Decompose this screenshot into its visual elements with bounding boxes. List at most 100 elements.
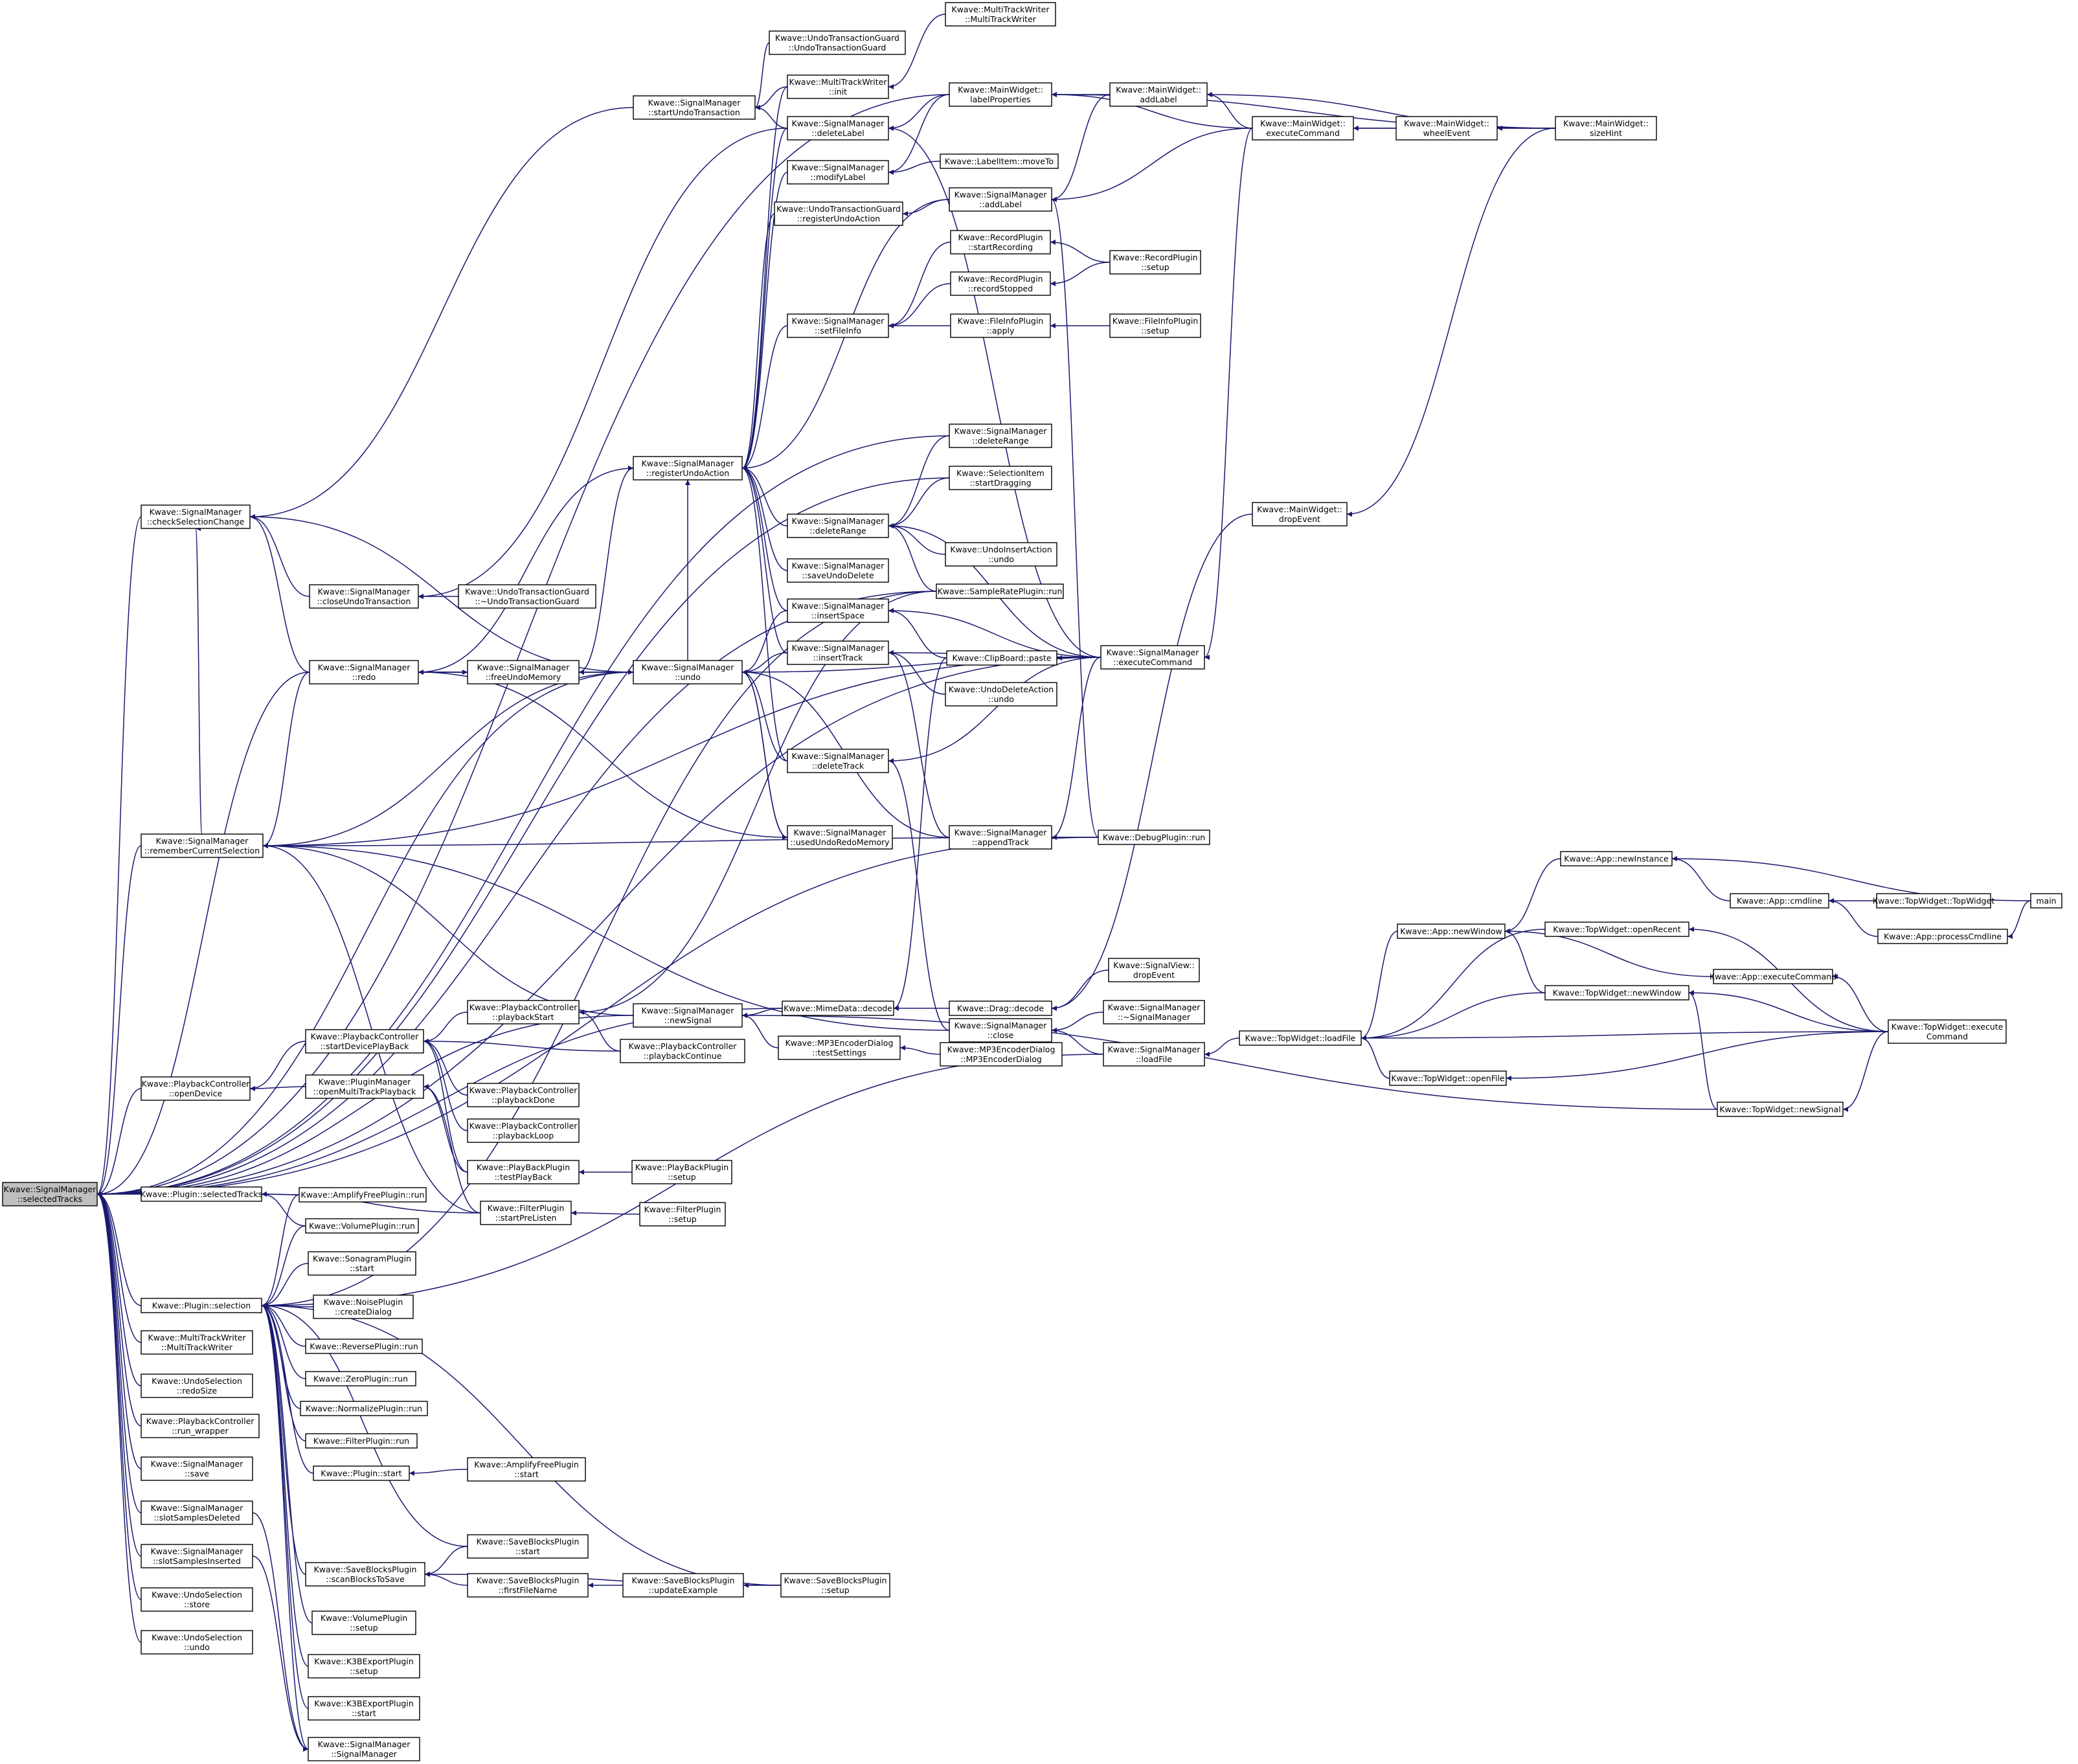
node-kwave-selectionitem-startdragging[interactable]: Kwave::SelectionItem::startDragging	[949, 466, 1052, 490]
node-kwave-undotransactionguard-undotransactionguard[interactable]: Kwave::UndoTransactionGuard::~UndoTransa…	[458, 584, 596, 609]
node-kwave-noiseplugin-createdialog[interactable]: Kwave::NoisePlugin::createDialog	[313, 1295, 414, 1319]
node-kwave-amplifyfreeplugin-run[interactable]: Kwave::AmplifyFreePlugin::run	[299, 1187, 427, 1203]
node-kwave-app-cmdline[interactable]: Kwave::App::cmdline	[1730, 893, 1829, 909]
node-kwave-signalmanager-closeundotransaction[interactable]: Kwave::SignalManager::closeUndoTransacti…	[309, 584, 419, 609]
node-kwave-undoselection-redosize[interactable]: Kwave::UndoSelection::redoSize	[141, 1374, 253, 1398]
node-kwave-signalmanager-signalmanager[interactable]: Kwave::SignalManager::~SignalManager	[1103, 1000, 1205, 1024]
node-kwave-multitrackwriter-multitrackwriter[interactable]: Kwave::MultiTrackWriter::MultiTrackWrite…	[945, 2, 1056, 27]
node-kwave-topwidget-openfile[interactable]: Kwave::TopWidget::openFile	[1389, 1070, 1507, 1086]
node-kwave-k3bexportplugin-start[interactable]: Kwave::K3BExportPlugin::start	[308, 1696, 420, 1721]
node-kwave-reverseplugin-run[interactable]: Kwave::ReversePlugin::run	[305, 1339, 423, 1354]
node-kwave-undotransactionguard-undotransactionguard[interactable]: Kwave::UndoTransactionGuard::UndoTransac…	[769, 30, 906, 55]
node-kwave-plugin-start[interactable]: Kwave::Plugin::start	[313, 1465, 410, 1481]
node-kwave-app-newwindow[interactable]: Kwave::App::newWindow	[1397, 923, 1506, 939]
node-kwave-mimedata-decode[interactable]: Kwave::MimeData::decode	[782, 1001, 894, 1016]
node-kwave-signalmanager-addlabel[interactable]: Kwave::SignalManager::addLabel	[949, 187, 1052, 212]
node-kwave-drag-decode[interactable]: Kwave::Drag::decode	[949, 1001, 1052, 1016]
node-kwave-topwidget-newsignal[interactable]: Kwave::TopWidget::newSignal	[1717, 1102, 1844, 1117]
node-kwave-topwidget-topwidget[interactable]: Kwave::TopWidget::TopWidget	[1873, 893, 1994, 909]
node-kwave-mainwidget-wheelevent[interactable]: Kwave::MainWidget::wheelEvent	[1395, 116, 1498, 141]
node-kwave-volumeplugin-setup[interactable]: Kwave::VolumePlugin::setup	[311, 1611, 416, 1635]
node-kwave-signalmanager-startundotransaction[interactable]: Kwave::SignalManager::startUndoTransacti…	[633, 95, 756, 120]
node-kwave-saveblocksplugin-updateexample[interactable]: Kwave::SaveBlocksPlugin::updateExample	[622, 1573, 744, 1598]
node-kwave-saveblocksplugin-start[interactable]: Kwave::SaveBlocksPlugin::start	[467, 1534, 589, 1559]
node-kwave-saveblocksplugin-setup[interactable]: Kwave::SaveBlocksPlugin::setup	[780, 1573, 890, 1598]
node-kwave-fileinfoplugin-apply[interactable]: Kwave::FileInfoPlugin::apply	[950, 313, 1051, 338]
node-kwave-undoselection-store[interactable]: Kwave::UndoSelection::store	[141, 1587, 253, 1612]
node-kwave-signalmanager-loadfile[interactable]: Kwave::SignalManager::loadFile	[1103, 1042, 1205, 1067]
node-kwave-signalmanager-deleterange[interactable]: Kwave::SignalManager::deleteRange	[949, 424, 1052, 448]
node-kwave-signalmanager-deletelabel[interactable]: Kwave::SignalManager::deleteLabel	[787, 116, 889, 141]
node-kwave-playbackcontroller-playbackcontinue[interactable]: Kwave::PlaybackController::playbackConti…	[620, 1039, 745, 1063]
node-kwave-signalmanager-saveundodelete[interactable]: Kwave::SignalManager::saveUndoDelete	[787, 558, 889, 583]
node-kwave-plugin-selection[interactable]: Kwave::Plugin::selection	[141, 1298, 262, 1313]
node-kwave-samplerateplugin-run[interactable]: Kwave::SampleRatePlugin::run	[936, 583, 1064, 599]
node-kwave-playbackcontroller-playbackdone[interactable]: Kwave::PlaybackController::playbackDone	[467, 1083, 580, 1107]
node-kwave-mainwidget-sizehint[interactable]: Kwave::MainWidget::sizeHint	[1555, 116, 1657, 141]
node-kwave-signalmanager-inserttrack[interactable]: Kwave::SignalManager::insertTrack	[787, 640, 889, 665]
node-kwave-saveblocksplugin-scanblockstosave[interactable]: Kwave::SaveBlocksPlugin::scanBlocksToSav…	[305, 1562, 425, 1587]
node-kwave-app-executecommand[interactable]: Kwave::App::executeCommand	[1710, 969, 1836, 984]
node-kwave-signalmanager-close[interactable]: Kwave::SignalManager::close	[949, 1018, 1052, 1043]
node-kwave-topwidget-loadfile[interactable]: Kwave::TopWidget::loadFile	[1239, 1030, 1362, 1046]
node-kwave-signalmanager-slotsamplesdeleted[interactable]: Kwave::SignalManager::slotSamplesDeleted	[141, 1500, 253, 1525]
node-kwave-undodeleteaction-undo[interactable]: Kwave::UndoDeleteAction::undo	[945, 682, 1057, 707]
node-kwave-pluginmanager-openmultitrackplayback[interactable]: Kwave::PluginManager::openMultiTrackPlay…	[305, 1074, 424, 1099]
node-kwave-signalmanager-setfileinfo[interactable]: Kwave::SignalManager::setFileInfo	[787, 313, 889, 338]
node-kwave-playbackcontroller-run-wrapper[interactable]: Kwave::PlaybackController::run_wrapper	[141, 1414, 260, 1438]
node-kwave-zeroplugin-run[interactable]: Kwave::ZeroPlugin::run	[305, 1371, 416, 1386]
node-kwave-signalview-dropevent[interactable]: Kwave::SignalView::dropEvent	[1108, 958, 1200, 982]
node-kwave-sonagramplugin-start[interactable]: Kwave::SonagramPlugin::start	[308, 1251, 416, 1276]
node-kwave-signalmanager-undo[interactable]: Kwave::SignalManager::undo	[633, 660, 743, 684]
node-kwave-playbackcontroller-opendevice[interactable]: Kwave::PlaybackController::openDevice	[141, 1076, 251, 1101]
node-kwave-playbackcontroller-startdeviceplayback[interactable]: Kwave::PlaybackController::startDevicePl…	[305, 1029, 424, 1054]
node-kwave-signalmanager-slotsamplesinserted[interactable]: Kwave::SignalManager::slotSamplesInserte…	[141, 1544, 253, 1568]
node-kwave-mainwidget-labelproperties[interactable]: Kwave::MainWidget::labelProperties	[949, 82, 1052, 107]
node-kwave-signalmanager-deletetrack[interactable]: Kwave::SignalManager::deleteTrack	[787, 749, 889, 773]
node-kwave-signalmanager-modifylabel[interactable]: Kwave::SignalManager::modifyLabel	[787, 160, 889, 185]
node-kwave-recordplugin-recordstopped[interactable]: Kwave::RecordPlugin::recordStopped	[950, 271, 1051, 296]
node-kwave-amplifyfreeplugin-start[interactable]: Kwave::AmplifyFreePlugin::start	[467, 1457, 586, 1482]
node-kwave-signalmanager-registerundoaction[interactable]: Kwave::SignalManager::registerUndoAction	[633, 456, 743, 481]
node-kwave-playbackcontroller-playbackloop[interactable]: Kwave::PlaybackController::playbackLoop	[467, 1118, 580, 1143]
node-kwave-mainwidget-executecommand[interactable]: Kwave::MainWidget::executeCommand	[1252, 116, 1354, 141]
node-kwave-signalmanager-executecommand[interactable]: Kwave::SignalManager::executeCommand	[1100, 645, 1205, 670]
node-kwave-undotransactionguard-registerundoaction[interactable]: Kwave::UndoTransactionGuard::registerUnd…	[774, 201, 903, 226]
node-kwave-signalmanager-signalmanager[interactable]: Kwave::SignalManager::SignalManager	[308, 1737, 420, 1761]
node-kwave-recordplugin-setup[interactable]: Kwave::RecordPlugin::setup	[1109, 250, 1201, 275]
node-main[interactable]: main	[2030, 893, 2062, 909]
node-kwave-topwidget-openrecent[interactable]: Kwave::TopWidget::openRecent	[1544, 922, 1689, 937]
node-kwave-signalmanager-checkselectionchange[interactable]: Kwave::SignalManager::checkSelectionChan…	[141, 504, 251, 529]
node-kwave-playbackplugin-setup[interactable]: Kwave::PlayBackPlugin::setup	[631, 1160, 732, 1184]
node-kwave-clipboard-paste[interactable]: Kwave::ClipBoard::paste	[946, 650, 1057, 666]
node-kwave-topwidget-execute-command[interactable]: Kwave::TopWidget::executeCommand	[1888, 1019, 2007, 1044]
node-kwave-filterplugin-startprelisten[interactable]: Kwave::FilterPlugin::startPreListen	[480, 1201, 572, 1225]
node-kwave-mp3encoderdialog-mp3encoderdialog[interactable]: Kwave::MP3EncoderDialog::MP3EncoderDialo…	[940, 1042, 1063, 1067]
node-kwave-signalmanager-selectedtracks[interactable]: Kwave::SignalManager::selectedTracks	[2, 1182, 98, 1206]
node-kwave-plugin-selectedtracks[interactable]: Kwave::Plugin::selectedTracks	[141, 1186, 262, 1202]
node-kwave-signalmanager-save[interactable]: Kwave::SignalManager::save	[141, 1456, 253, 1481]
node-kwave-signalmanager-remembercurrentselection[interactable]: Kwave::SignalManager::rememberCurrentSel…	[141, 833, 264, 858]
node-kwave-signalmanager-deleterange[interactable]: Kwave::SignalManager::deleteRange	[787, 514, 889, 538]
node-kwave-filterplugin-setup[interactable]: Kwave::FilterPlugin::setup	[639, 1202, 726, 1227]
node-kwave-recordplugin-startrecording[interactable]: Kwave::RecordPlugin::startRecording	[950, 230, 1051, 254]
node-kwave-signalmanager-insertspace[interactable]: Kwave::SignalManager::insertSpace	[787, 598, 889, 623]
node-kwave-multitrackwriter-multitrackwriter[interactable]: Kwave::MultiTrackWriter::MultiTrackWrite…	[141, 1330, 253, 1355]
node-kwave-normalizeplugin-run[interactable]: Kwave::NormalizePlugin::run	[300, 1401, 428, 1416]
node-kwave-undoinsertaction-undo[interactable]: Kwave::UndoInsertAction::undo	[945, 542, 1057, 567]
node-kwave-saveblocksplugin-firstfilename[interactable]: Kwave::SaveBlocksPlugin::firstFileName	[467, 1573, 589, 1598]
node-kwave-signalmanager-freeundomemory[interactable]: Kwave::SignalManager::freeUndoMemory	[467, 660, 580, 684]
node-kwave-labelitem-moveto[interactable]: Kwave::LabelItem::moveTo	[940, 153, 1059, 169]
node-kwave-mainwidget-dropevent[interactable]: Kwave::MainWidget::dropEvent	[1252, 502, 1348, 526]
node-kwave-mainwidget-addlabel[interactable]: Kwave::MainWidget::addLabel	[1109, 82, 1208, 107]
node-kwave-signalmanager-newsignal[interactable]: Kwave::SignalManager::newSignal	[633, 1003, 743, 1028]
node-kwave-app-processcmdline[interactable]: Kwave::App::processCmdline	[1877, 929, 2008, 944]
node-kwave-k3bexportplugin-setup[interactable]: Kwave::K3BExportPlugin::setup	[308, 1654, 420, 1679]
node-kwave-debugplugin-run[interactable]: Kwave::DebugPlugin::run	[1098, 830, 1210, 845]
node-kwave-playbackplugin-testplayback[interactable]: Kwave::PlayBackPlugin::testPlayBack	[467, 1160, 580, 1184]
node-kwave-app-newinstance[interactable]: Kwave::App::newInstance	[1560, 851, 1673, 866]
node-kwave-fileinfoplugin-setup[interactable]: Kwave::FileInfoPlugin::setup	[1109, 313, 1201, 338]
node-kwave-playbackcontroller-playbackstart[interactable]: Kwave::PlaybackController::playbackStart	[467, 1000, 580, 1024]
node-kwave-signalmanager-appendtrack[interactable]: Kwave::SignalManager::appendTrack	[949, 825, 1052, 850]
node-kwave-signalmanager-usedundoredomemory[interactable]: Kwave::SignalManager::usedUndoRedoMemory	[787, 825, 893, 850]
